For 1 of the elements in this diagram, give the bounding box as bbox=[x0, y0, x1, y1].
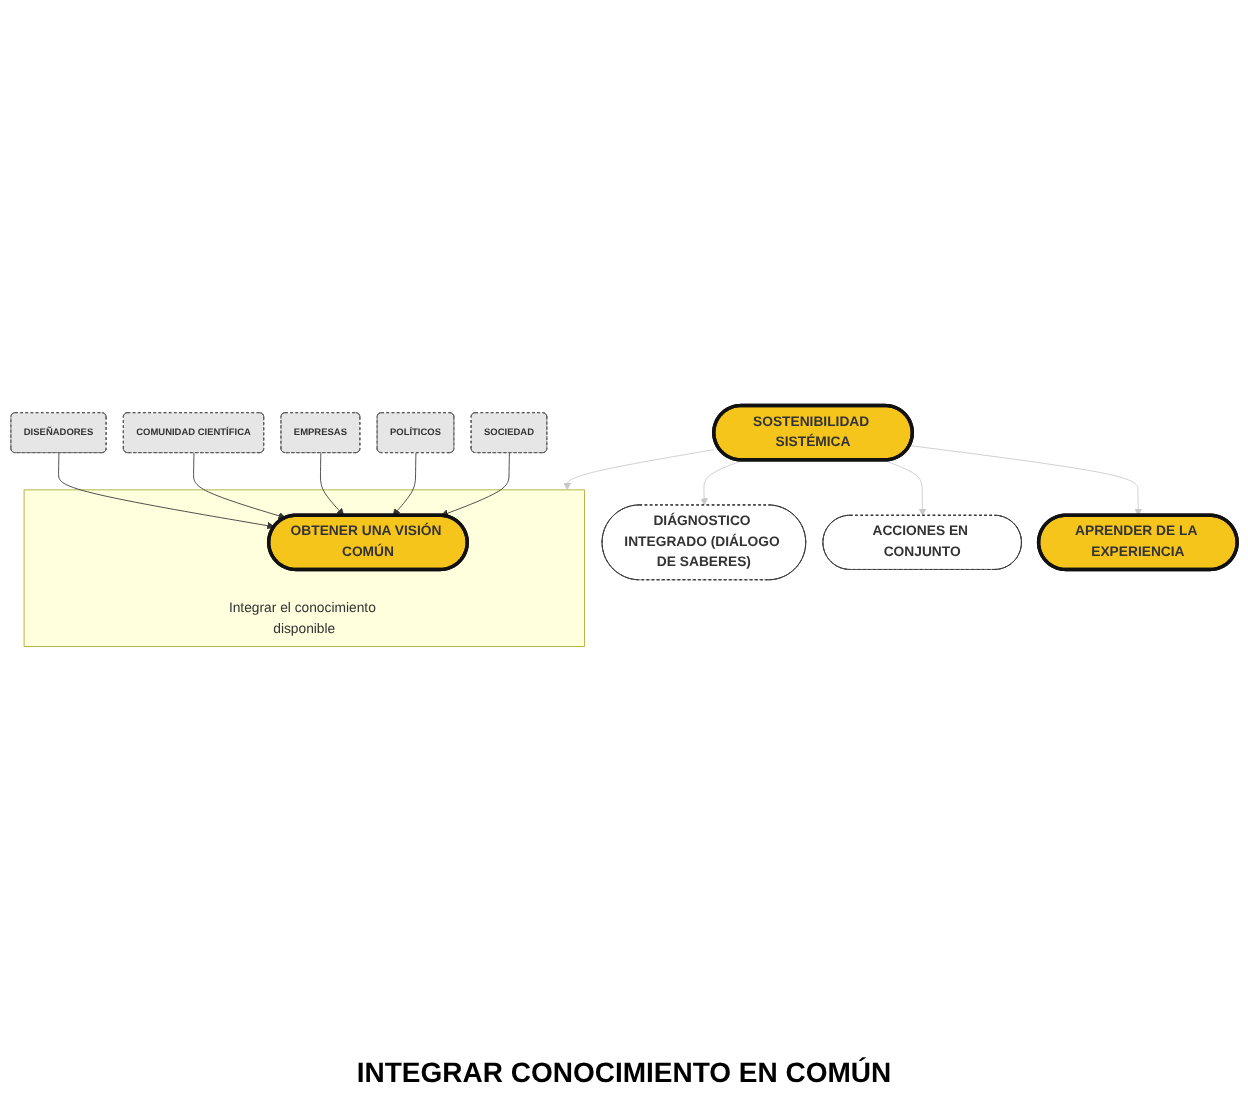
caption-text: INTEGRAR CONOCIMIENTO EN COMÚN bbox=[356, 1056, 892, 1088]
